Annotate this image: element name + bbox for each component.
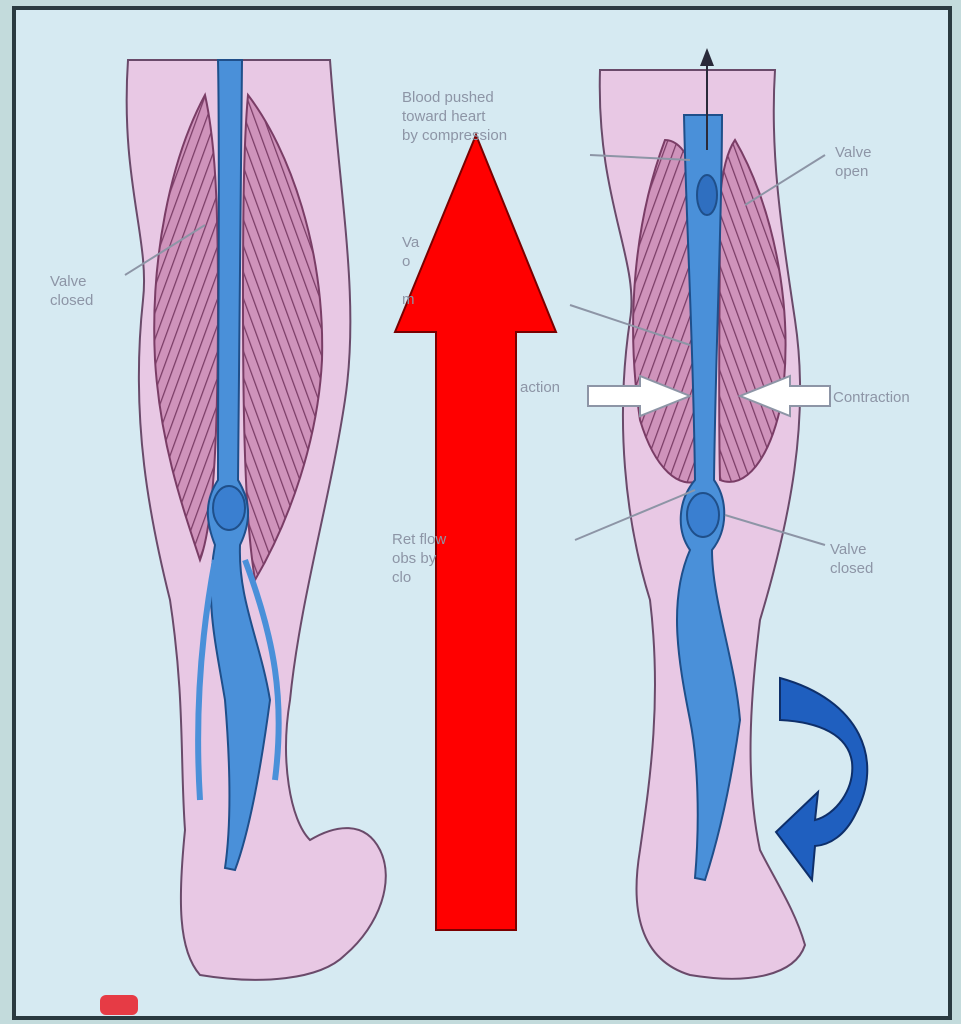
label-valve-closed-right: Valve closed xyxy=(830,540,873,578)
right-valve-open xyxy=(697,175,717,215)
label-contraction-left: action xyxy=(520,378,560,397)
label-retrograde-flow: Ret flow obs by clo xyxy=(392,530,446,587)
left-valve-closed xyxy=(213,486,245,530)
label-valve-closed-left: Valve closed xyxy=(50,272,93,310)
corner-mark xyxy=(100,995,138,1015)
label-valve-obscured: Va o m xyxy=(402,233,419,309)
label-blood-pushed: Blood pushed toward heart by compression xyxy=(402,88,507,145)
label-contraction-right: Contraction xyxy=(833,388,910,407)
label-valve-open: Valve open xyxy=(835,143,871,181)
right-valve-closed xyxy=(687,493,719,537)
